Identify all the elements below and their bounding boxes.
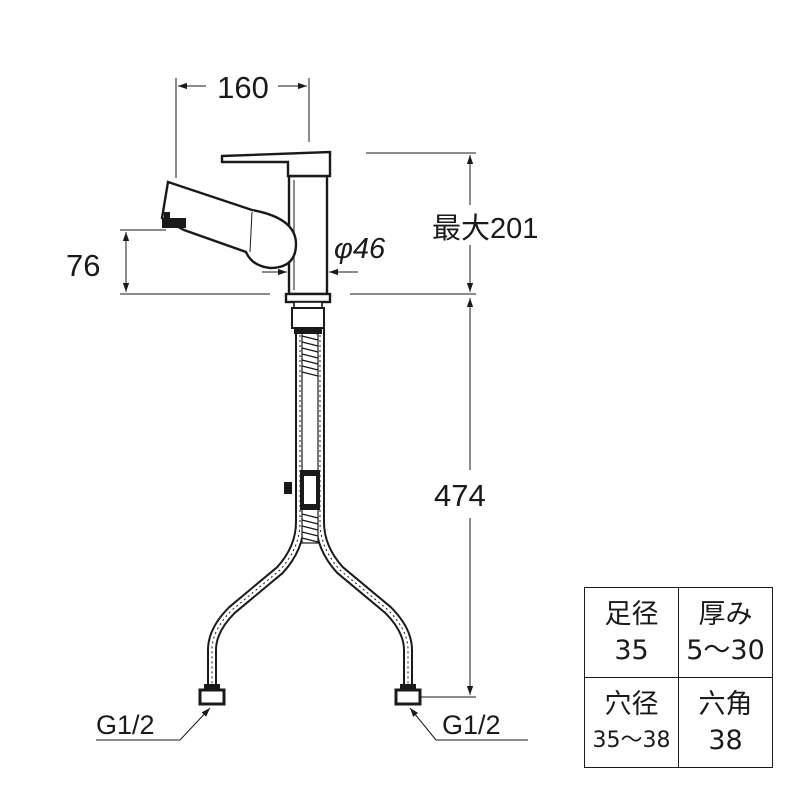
spec-value-thickness: 5～30: [686, 634, 765, 666]
faucet-base-fittings: [284, 292, 332, 334]
right-connection-callout: G1/2: [409, 707, 528, 741]
spec-cell-hole-diameter: 穴径 35～38: [584, 677, 679, 768]
spec-label-foot-diameter: 足径: [604, 598, 659, 630]
right-hose-fitting: [394, 684, 422, 706]
spec-label-hex: 六角: [698, 688, 753, 720]
reach-label: 160: [217, 70, 269, 105]
hose-spring-lower: [301, 513, 319, 543]
spec-table: 足径 35 厚み 5～30 穴径 35～38 六角 38: [584, 587, 773, 768]
spec-cell-hex: 六角 38: [678, 677, 773, 768]
diameter-label: φ46: [334, 233, 386, 265]
pull-out-hose: [284, 317, 320, 544]
height-dimension: 最大201: [350, 152, 538, 295]
left-supply-hose: [207, 320, 305, 690]
max-height-label: 最大201: [432, 212, 538, 245]
faucet-lever: [220, 150, 332, 178]
spec-value-foot-diameter: 35: [614, 634, 649, 666]
left-connection-label: G1/2: [96, 710, 155, 740]
right-supply-hose: [315, 320, 413, 690]
spec-cell-thickness: 厚み 5～30: [678, 587, 773, 678]
left-connection-callout: G1/2: [96, 707, 211, 741]
hose-length-label: 474: [434, 478, 486, 513]
diameter-dimension: φ46: [262, 233, 386, 276]
hose-length-dimension: 474: [420, 298, 486, 698]
spec-cell-foot-diameter: 足径 35: [584, 587, 679, 678]
spec-value-hole-diameter: 35～38: [592, 727, 671, 753]
spec-label-hole-diameter: 穴径: [604, 688, 659, 720]
pull-out-spout: [160, 180, 298, 270]
spec-value-hex: 38: [708, 724, 743, 756]
right-connection-label: G1/2: [442, 710, 501, 740]
spec-label-thickness: 厚み: [698, 598, 753, 630]
left-hose-fitting: [198, 684, 226, 706]
spout-height-label: 76: [66, 248, 100, 283]
reach-dimension: 160: [175, 70, 310, 178]
spout-height-dimension: 76: [66, 229, 270, 295]
